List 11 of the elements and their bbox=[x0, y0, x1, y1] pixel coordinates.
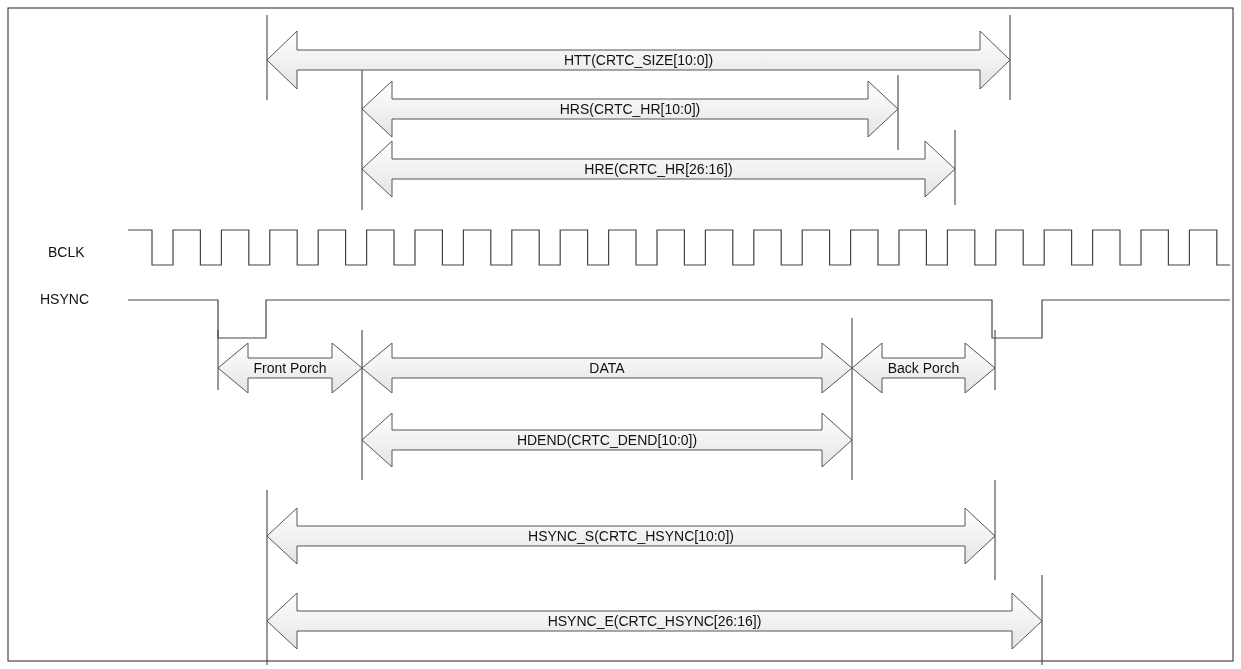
interval-label: HSYNC_S(CRTC_HSYNC[10:0]) bbox=[528, 528, 734, 544]
interval-label: Front Porch bbox=[253, 360, 327, 376]
signal-name: HSYNC bbox=[40, 291, 89, 307]
interval-label: HDEND(CRTC_DEND[10:0]) bbox=[516, 432, 698, 448]
interval-label: HSYNC_E(CRTC_HSYNC[26:16]) bbox=[547, 613, 762, 629]
interval-label: HRE(CRTC_HR[26:16]) bbox=[584, 161, 733, 177]
interval-label: DATA bbox=[589, 360, 625, 376]
interval-label: HTT(CRTC_SIZE[10:0]) bbox=[563, 52, 714, 68]
signal-name: BCLK bbox=[48, 244, 85, 260]
interval-label: Back Porch bbox=[887, 360, 960, 376]
interval-label: HRS(CRTC_HR[10:0]) bbox=[559, 101, 701, 117]
